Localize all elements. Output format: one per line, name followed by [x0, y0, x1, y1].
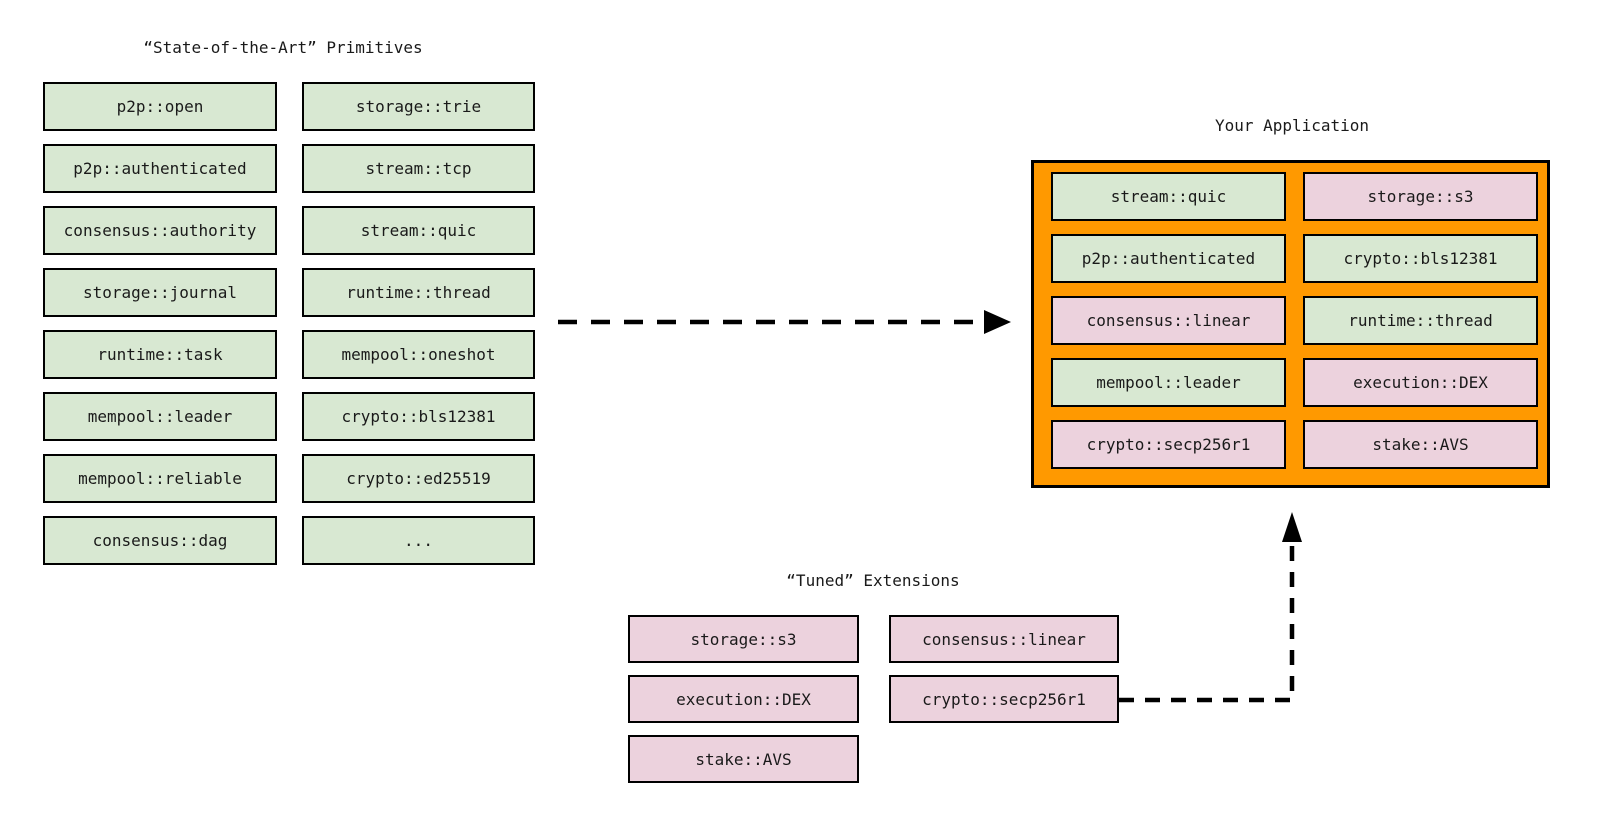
app-box-mempool-leader: mempool::leader [1051, 358, 1286, 407]
extension-box-crypto-secp256r1: crypto::secp256r1 [889, 675, 1119, 723]
primitive-box-runtime-thread: runtime::thread [302, 268, 535, 317]
app-box-execution-dex: execution::DEX [1303, 358, 1538, 407]
primitive-box-stream-quic: stream::quic [302, 206, 535, 255]
extensions-to-application-arrow [1119, 512, 1302, 703]
primitive-box-mempool-leader: mempool::leader [43, 392, 277, 441]
extension-box-stake-avs: stake::AVS [628, 735, 859, 783]
app-box-stream-quic: stream::quic [1051, 172, 1286, 221]
primitive-box-crypto-bls12381: crypto::bls12381 [302, 392, 535, 441]
primitive-box-runtime-task: runtime::task [43, 330, 277, 379]
primitive-box-stream-tcp: stream::tcp [302, 144, 535, 193]
primitive-box-p2p-authenticated: p2p::authenticated [43, 144, 277, 193]
application-title: Your Application [1214, 116, 1370, 135]
primitives-title: “State-of-the-Art” Primitives [143, 38, 423, 57]
arrowhead-up-icon [1282, 512, 1302, 542]
app-box-storage-s3: storage::s3 [1303, 172, 1538, 221]
primitive-box-ellipsis: ... [302, 516, 535, 565]
primitive-box-mempool-oneshot: mempool::oneshot [302, 330, 535, 379]
extension-box-storage-s3: storage::s3 [628, 615, 859, 663]
app-box-crypto-secp256r1: crypto::secp256r1 [1051, 420, 1286, 469]
extension-box-consensus-linear: consensus::linear [889, 615, 1119, 663]
primitive-box-consensus-dag: consensus::dag [43, 516, 277, 565]
app-box-runtime-thread: runtime::thread [1303, 296, 1538, 345]
primitive-box-storage-journal: storage::journal [43, 268, 277, 317]
app-box-p2p-authenticated: p2p::authenticated [1051, 234, 1286, 283]
app-box-stake-avs: stake::AVS [1303, 420, 1538, 469]
primitive-box-mempool-reliable: mempool::reliable [43, 454, 277, 503]
primitive-box-storage-trie: storage::trie [302, 82, 535, 131]
app-box-crypto-bls12381: crypto::bls12381 [1303, 234, 1538, 283]
arrowhead-right-icon [984, 310, 1011, 334]
primitive-box-p2p-open: p2p::open [43, 82, 277, 131]
primitive-box-consensus-authority: consensus::authority [43, 206, 277, 255]
primitive-box-crypto-ed25519: crypto::ed25519 [302, 454, 535, 503]
app-box-consensus-linear: consensus::linear [1051, 296, 1286, 345]
extension-box-execution-dex: execution::DEX [628, 675, 859, 723]
primitives-to-application-arrow [558, 310, 1011, 334]
extensions-title: “Tuned” Extensions [786, 571, 960, 590]
